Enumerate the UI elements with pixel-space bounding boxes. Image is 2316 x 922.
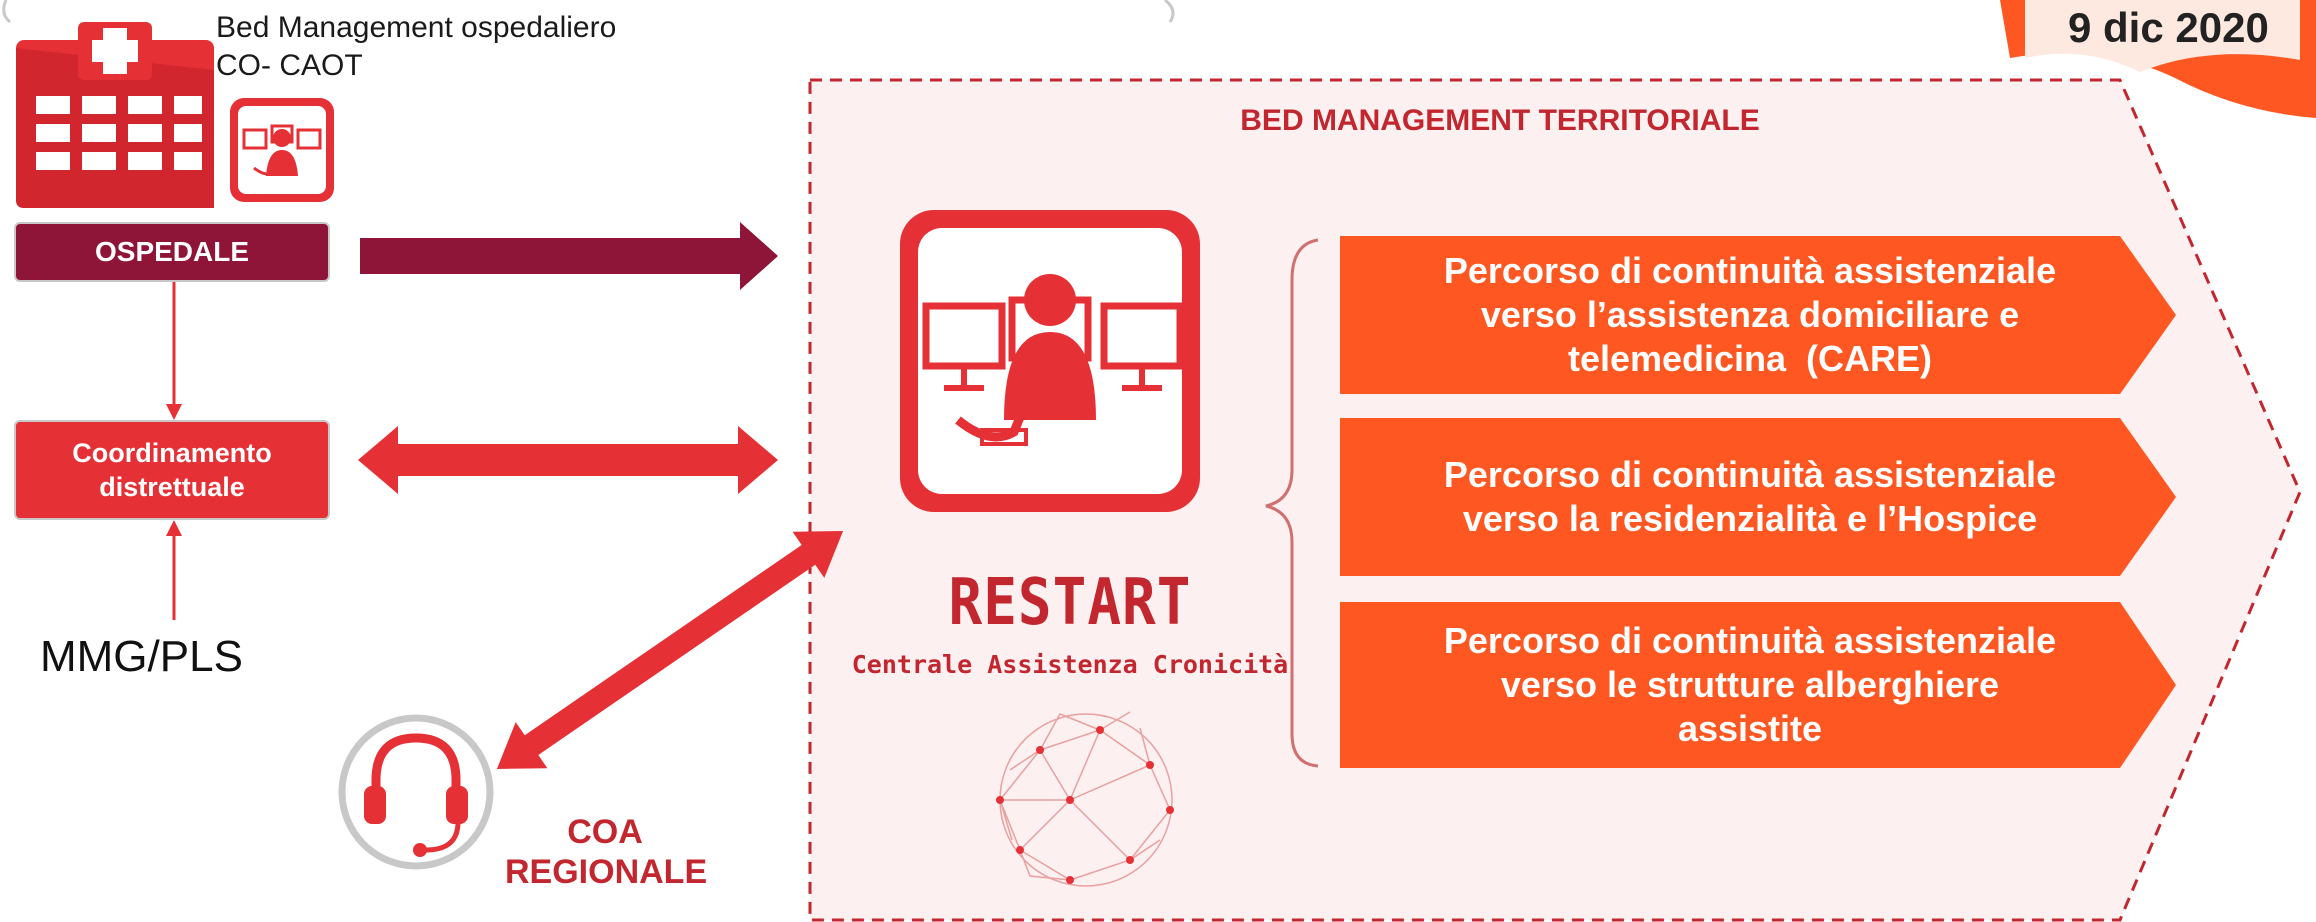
network-sphere-icon — [996, 711, 1174, 887]
date-label: 9 dic 2020 — [2068, 4, 2269, 51]
coord-line-2: distrettuale — [99, 472, 245, 502]
path-brace — [1265, 238, 1319, 768]
path-3-text: Percorso di continuità assistenziale ver… — [1340, 602, 2160, 768]
path-1-line-3: telemedicina (CARE) — [1567, 338, 1933, 379]
path-2-line-2: verso la residenzialità e l’Hospice — [1462, 498, 2038, 539]
path-1-line-2: verso l’assistenza domiciliare e — [1480, 294, 2020, 335]
bed-management-subtitle: CO- CAOT — [216, 49, 363, 82]
path-arrow-3 — [1340, 602, 2176, 768]
mmg-pls-label: MMG/PLS — [40, 632, 243, 681]
path-3-line-3: assistite — [1677, 708, 1823, 749]
path-2-line-1: Percorso di continuità assistenziale — [1443, 454, 2057, 495]
path-2-text: Percorso di continuità assistenziale ver… — [1340, 418, 2160, 576]
coa-line-2: REGIONALE — [505, 853, 708, 891]
ospedale-box: OSPEDALE — [14, 222, 330, 282]
headset-icon — [338, 714, 494, 870]
restart-subtitle: Centrale Assistenza Cronicità — [851, 650, 1289, 679]
coa-regionale-label: COA REGIONALE — [505, 812, 708, 892]
operator-monitors-icon — [230, 98, 334, 202]
ospedale-arrow — [360, 222, 778, 290]
coord-line-1: Coordinamento — [72, 438, 272, 468]
bed-management-title: Bed Management ospedaliero — [216, 11, 617, 44]
territorial-title: BED MANAGEMENT TERRITORIALE — [1240, 104, 1760, 137]
path-arrow-2 — [1340, 418, 2176, 576]
hospital-icon — [16, 22, 214, 208]
path-arrow-1 — [1340, 236, 2176, 394]
coord-double-arrow — [358, 426, 778, 494]
restart-operator-icon — [900, 210, 1200, 512]
coa-line-1: COA — [567, 813, 643, 851]
date-banner — [2000, 0, 2316, 118]
vertical-connectors — [166, 282, 182, 620]
restart-logo-text: RESTART — [948, 565, 1192, 640]
coordinamento-box: Coordinamento distrettuale — [14, 420, 330, 520]
path-3-line-1: Percorso di continuità assistenziale — [1443, 620, 2057, 661]
coa-double-arrow — [496, 531, 844, 769]
path-1-line-1: Percorso di continuità assistenziale — [1443, 250, 2057, 291]
path-1-text: Percorso di continuità assistenziale ver… — [1340, 236, 2160, 394]
path-3-line-2: verso le strutture alberghiere — [1500, 664, 2000, 705]
